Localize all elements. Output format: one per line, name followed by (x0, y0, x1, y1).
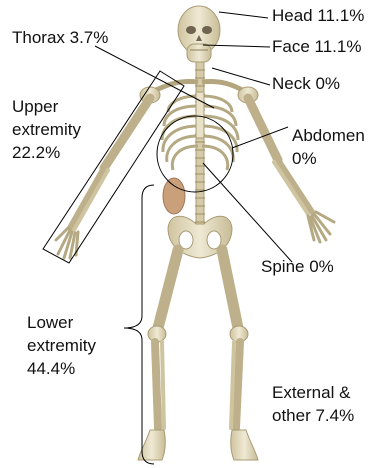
label-thorax: Thorax 3.7% (12, 28, 108, 48)
lower-extremity-bracket (124, 185, 154, 464)
right-femur (222, 250, 238, 328)
head-pointer (219, 12, 268, 18)
spine-column (196, 62, 204, 234)
label-neck: Neck 0% (272, 74, 340, 94)
label-upper-extremity: Upper extremity 22.2% (12, 95, 81, 164)
label-head: Head 11.1% (272, 6, 364, 26)
label-abdomen: Abdomen 0% (292, 124, 365, 170)
jaw (187, 44, 211, 62)
left-femur (158, 250, 178, 328)
label-spine: Spine 0% (261, 257, 334, 277)
label-external-other: External & other 7.4% (272, 381, 354, 427)
label-face: Face 11.1% (272, 37, 361, 57)
annotation-lines (43, 12, 292, 464)
label-lower-extremity: Lower extremity 44.4% (27, 311, 96, 380)
